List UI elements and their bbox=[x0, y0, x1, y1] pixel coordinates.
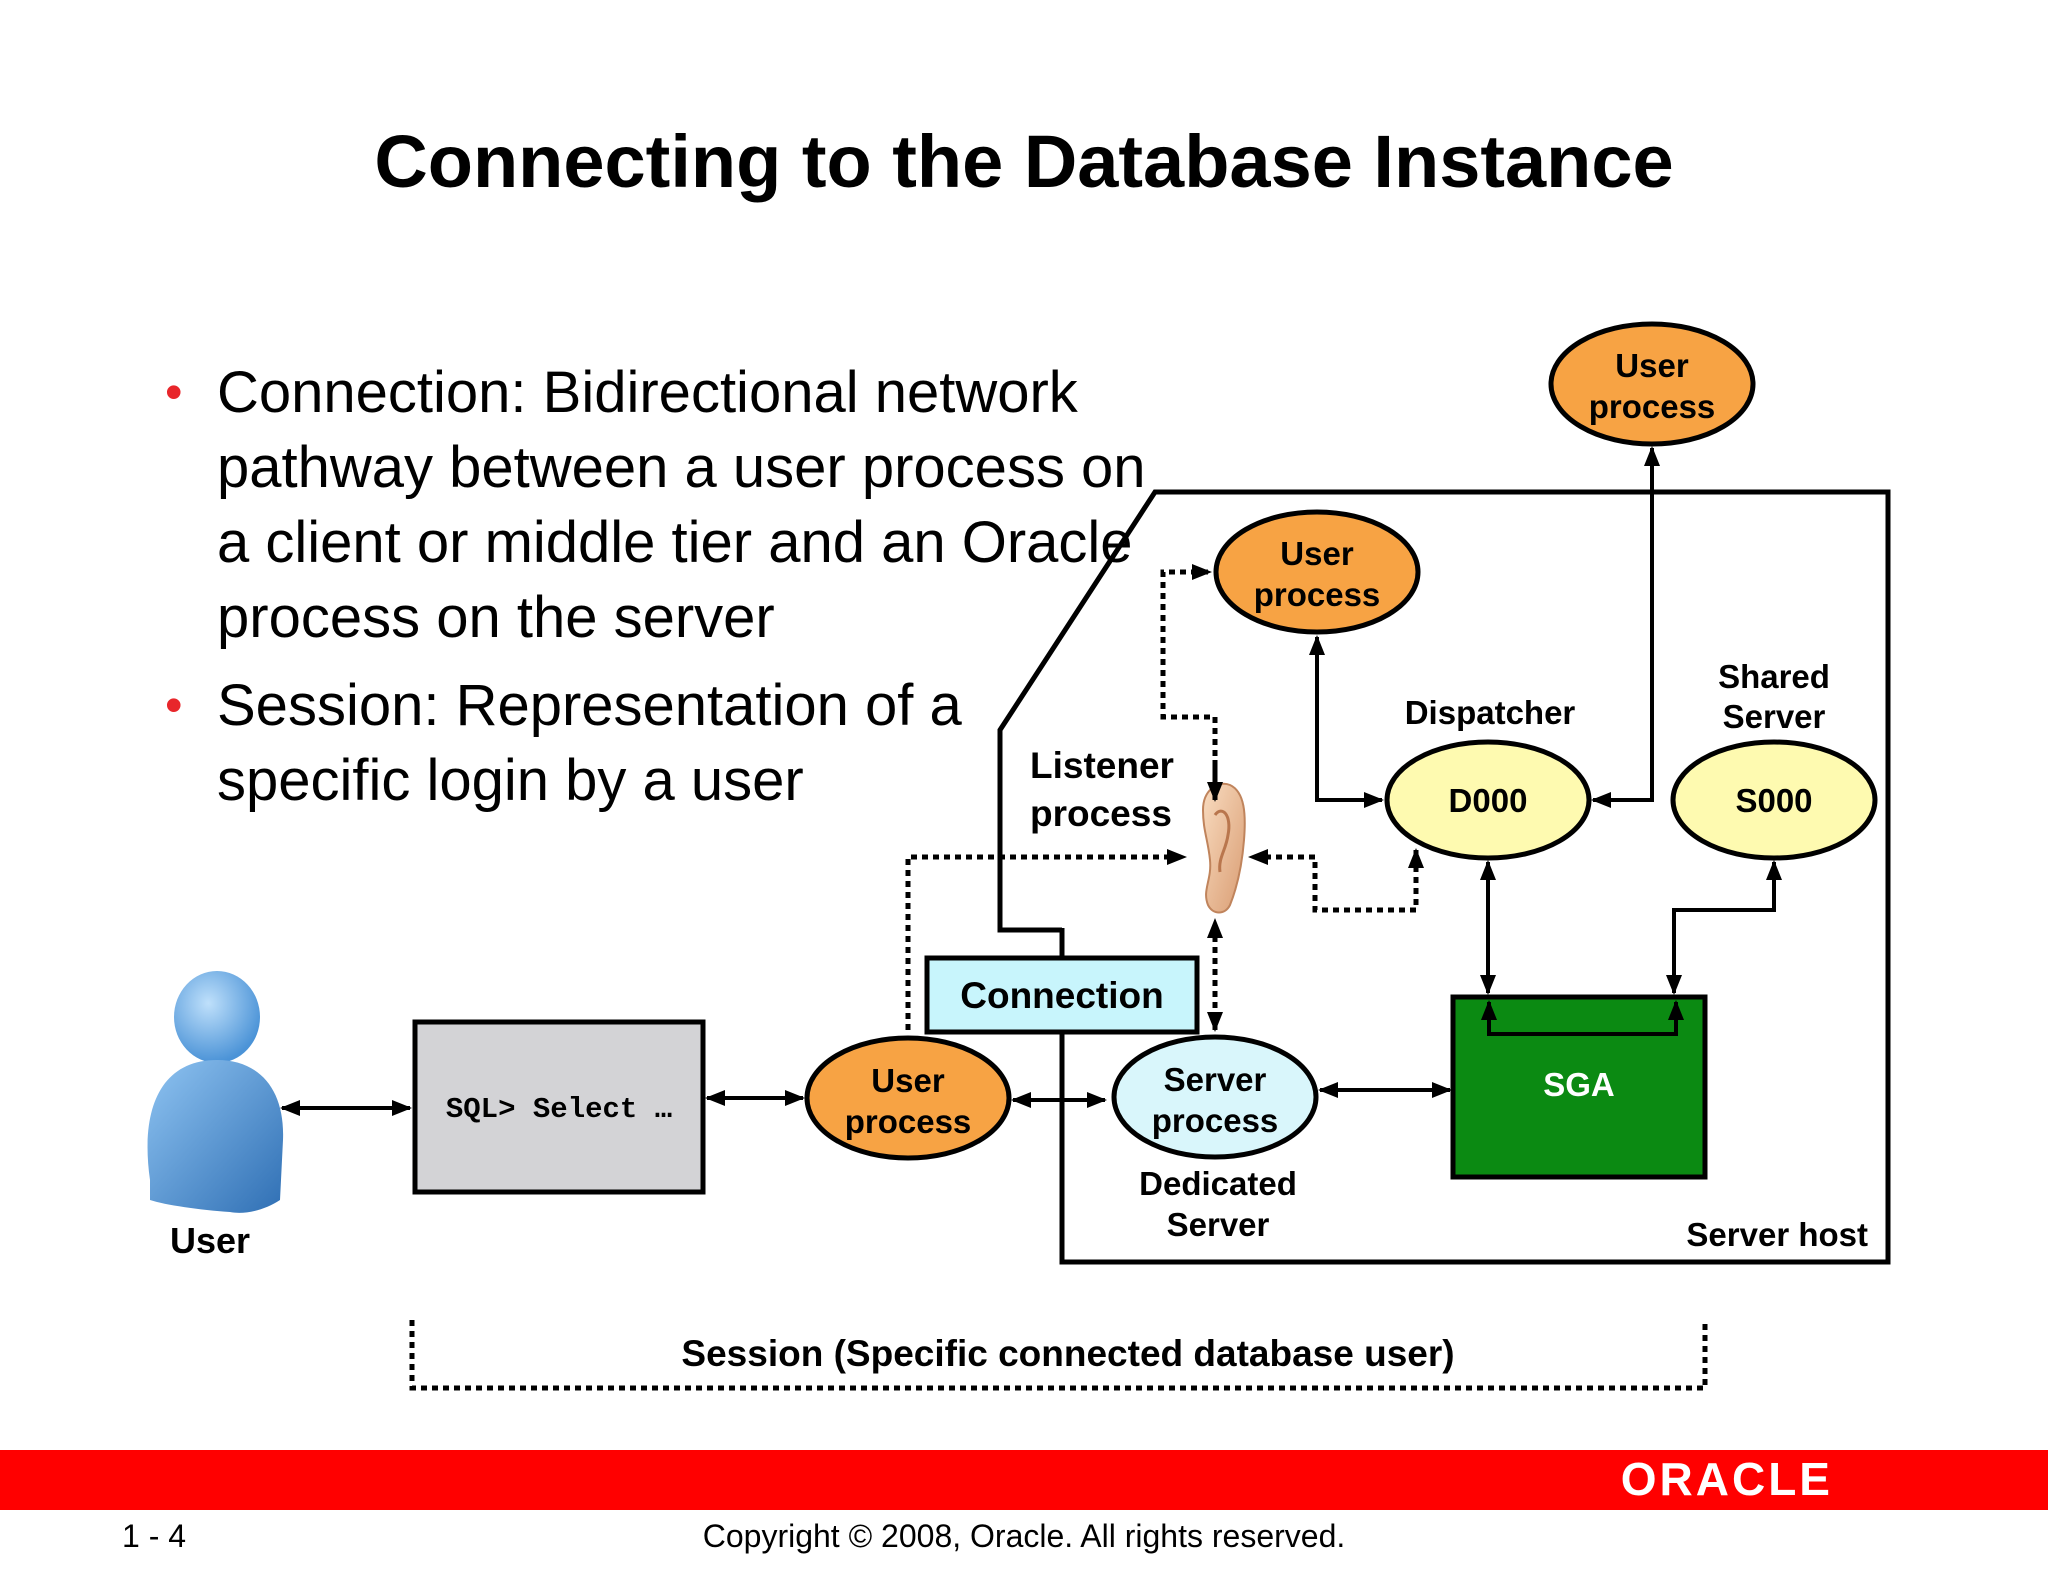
bullet-connection-text: Connection: Bidirectional network pathwa… bbox=[217, 360, 1146, 650]
bullet-session-text: Session: Representation of a specific lo… bbox=[217, 673, 962, 813]
dedicated-server-line1: Dedicated bbox=[1139, 1165, 1297, 1202]
ear-icon bbox=[1201, 782, 1246, 914]
arrow-sharedserver-sga bbox=[1666, 860, 1782, 995]
sql-command-text: SQL> Select … bbox=[446, 1093, 672, 1126]
sga-internal-link bbox=[1481, 1000, 1684, 1036]
user-process-dispatched bbox=[1213, 509, 1421, 635]
copyright-notice: Copyright © 2008, Oracle. All rights res… bbox=[702, 1518, 1346, 1554]
dotted-userprocess-listener bbox=[905, 849, 1187, 1030]
user-process-client-line1: User bbox=[871, 1062, 945, 1099]
bullet-dot-icon: • bbox=[165, 677, 183, 733]
sql-window bbox=[412, 1019, 706, 1195]
connection-box bbox=[924, 955, 1200, 1035]
bullet-session: • Session: Representation of a specific … bbox=[165, 668, 1065, 818]
listener-label-line2: process bbox=[1030, 793, 1172, 834]
session-bracket bbox=[409, 1320, 1708, 1391]
sga-label: SGA bbox=[1543, 1066, 1615, 1103]
user-process-dispatched-line2: process bbox=[1254, 576, 1381, 613]
oracle-logo: ORACLE bbox=[1620, 1453, 1833, 1505]
server-host-label: Server host bbox=[1686, 1216, 1868, 1253]
dedicated-server-line2: Server bbox=[1167, 1206, 1270, 1243]
shared-server-line2: Server bbox=[1723, 698, 1826, 735]
connection-label: Connection bbox=[960, 975, 1163, 1016]
dotted-dispatcher-listener bbox=[1248, 849, 1419, 913]
listener-label-line1: Listener bbox=[1030, 745, 1174, 786]
user-process-dispatched-line1: User bbox=[1280, 535, 1354, 572]
arrow-userprocess2-dispatcher bbox=[1309, 635, 1384, 808]
page-number: 1 - 4 bbox=[122, 1518, 187, 1554]
server-process bbox=[1111, 1034, 1319, 1160]
user-icon bbox=[147, 971, 284, 1213]
user-label: User bbox=[170, 1220, 250, 1261]
footer-bar bbox=[0, 1450, 2048, 1510]
shared-server-node bbox=[1670, 739, 1878, 861]
arrow-top-userprocess-dispatcher bbox=[1591, 446, 1660, 808]
slide-title: Connecting to the Database Instance bbox=[374, 120, 1674, 203]
bullet-dot-icon: • bbox=[165, 364, 183, 420]
user-process-top-line2: process bbox=[1589, 388, 1716, 425]
dispatcher-node-label: D000 bbox=[1449, 782, 1528, 819]
user-process-client bbox=[804, 1035, 1012, 1161]
user-process-top bbox=[1548, 321, 1756, 447]
session-label: Session (Specific connected database use… bbox=[681, 1333, 1454, 1374]
sga-box bbox=[1450, 994, 1708, 1180]
bullet-connection: • Connection: Bidirectional network path… bbox=[165, 355, 1175, 655]
shared-server-node-label: S000 bbox=[1735, 782, 1812, 819]
server-process-line1: Server bbox=[1164, 1061, 1267, 1098]
dispatcher-label: Dispatcher bbox=[1405, 694, 1576, 731]
user-process-top-line1: User bbox=[1615, 347, 1689, 384]
user-process-client-line2: process bbox=[845, 1103, 972, 1140]
dotted-listener-userprocess2 bbox=[1160, 564, 1218, 800]
server-host-boundary bbox=[997, 489, 1891, 1265]
dispatcher-node bbox=[1384, 739, 1592, 861]
server-process-line2: process bbox=[1152, 1102, 1279, 1139]
shared-server-line1: Shared bbox=[1718, 658, 1830, 695]
